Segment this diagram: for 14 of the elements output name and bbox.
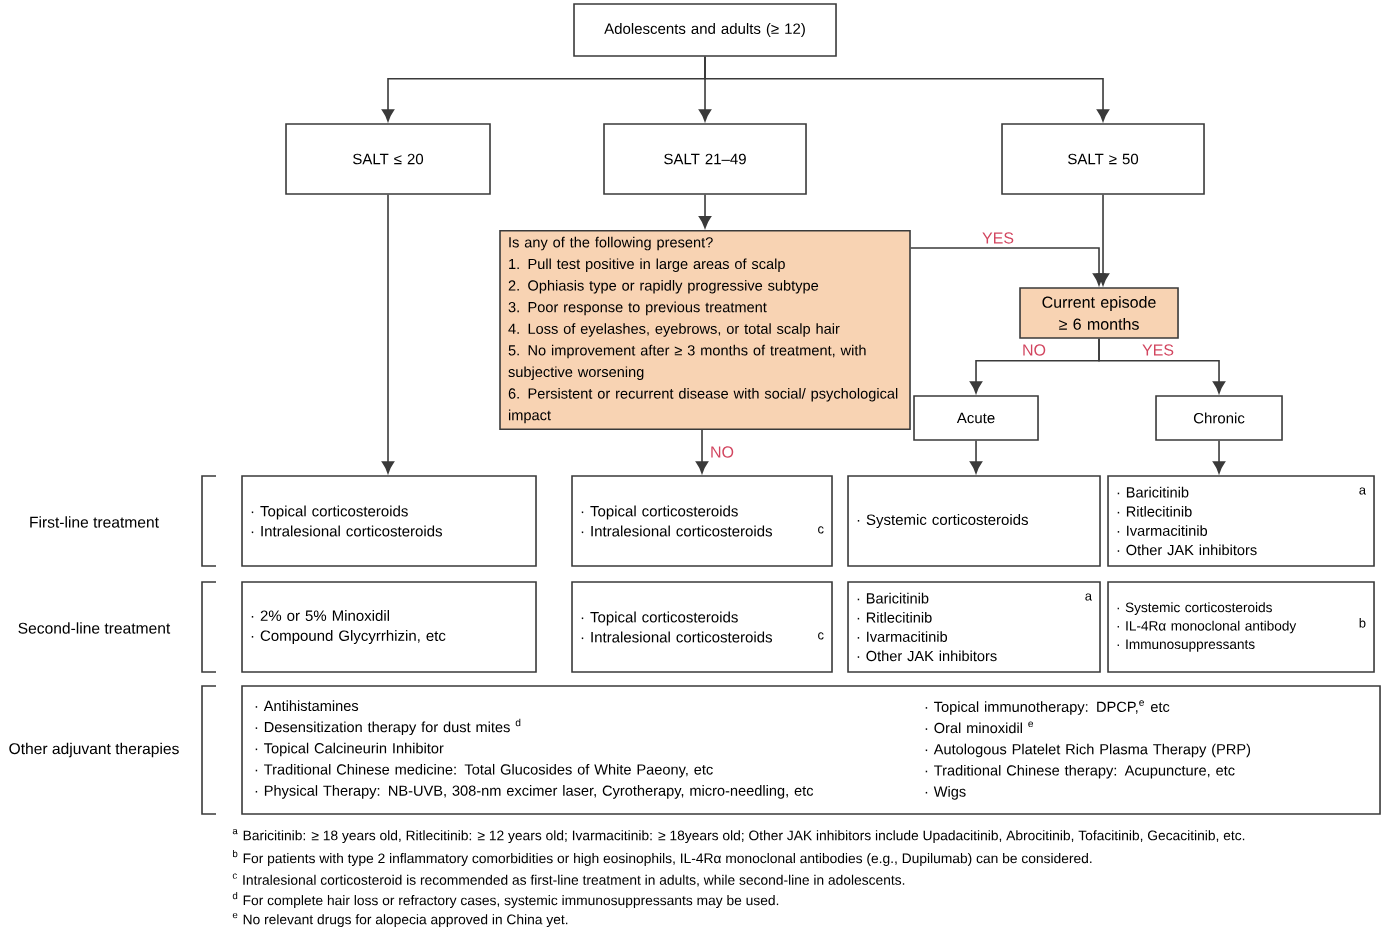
edge-label: NO — [1023, 344, 1046, 356]
arrow — [1098, 338, 1226, 394]
edge-label: YES — [1142, 344, 1174, 356]
edge-label: NO — [711, 446, 734, 458]
arrow — [969, 440, 983, 474]
arrow — [695, 429, 709, 474]
arrow — [381, 194, 395, 474]
arrow — [1096, 194, 1110, 286]
arrow — [698, 194, 712, 229]
arrow — [1212, 440, 1226, 474]
decision-box: Current episode ≥ 6 months — [1019, 287, 1179, 339]
edge-label: YES — [982, 232, 1014, 244]
arrow — [910, 247, 1106, 286]
arrow — [704, 56, 1110, 122]
